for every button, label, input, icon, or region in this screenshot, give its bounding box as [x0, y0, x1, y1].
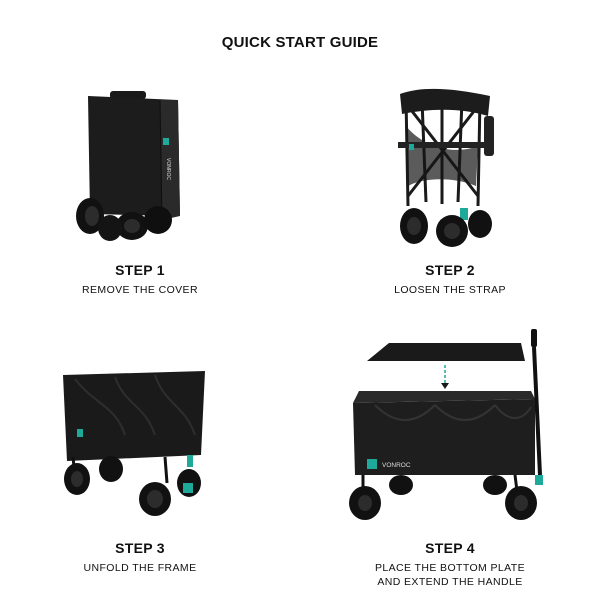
step-1-description: REMOVE THE COVER — [82, 284, 198, 296]
step-2-description: LOOSEN THE STRAP — [394, 284, 506, 296]
step-3-description: UNFOLD THE FRAME — [83, 562, 197, 574]
wagon-unfolding-illustration — [63, 371, 205, 516]
step-4-title: STEP 4 — [425, 540, 475, 556]
step-3: STEP 3 UNFOLD THE FRAME — [10, 540, 270, 575]
step-1: STEP 1 REMOVE THE COVER — [10, 262, 270, 297]
wagon-covered-illustration: VONROC — [76, 91, 180, 241]
step-4: STEP 4 PLACE THE BOTTOM PLATE AND EXTEND… — [320, 540, 580, 589]
step-3-title: STEP 3 — [115, 540, 165, 556]
step-2: STEP 2 LOOSEN THE STRAP — [320, 262, 580, 297]
svg-text:VONROC: VONROC — [165, 158, 171, 180]
wagon-assembled-illustration: VONROC — [349, 329, 543, 520]
step-4-description-line-2: AND EXTEND THE HANDLE — [377, 576, 523, 588]
page-title: QUICK START GUIDE — [221, 34, 379, 51]
step-4-description: PLACE THE BOTTOM PLATE AND EXTEND THE HA… — [320, 561, 580, 589]
svg-text:VONROC: VONROC — [382, 462, 411, 469]
step-1-title: STEP 1 — [115, 262, 165, 278]
wagon-frame-strap-illustration — [398, 88, 494, 247]
step-4-description-line-1: PLACE THE BOTTOM PLATE — [374, 562, 525, 574]
step-2-title: STEP 2 — [425, 262, 475, 278]
